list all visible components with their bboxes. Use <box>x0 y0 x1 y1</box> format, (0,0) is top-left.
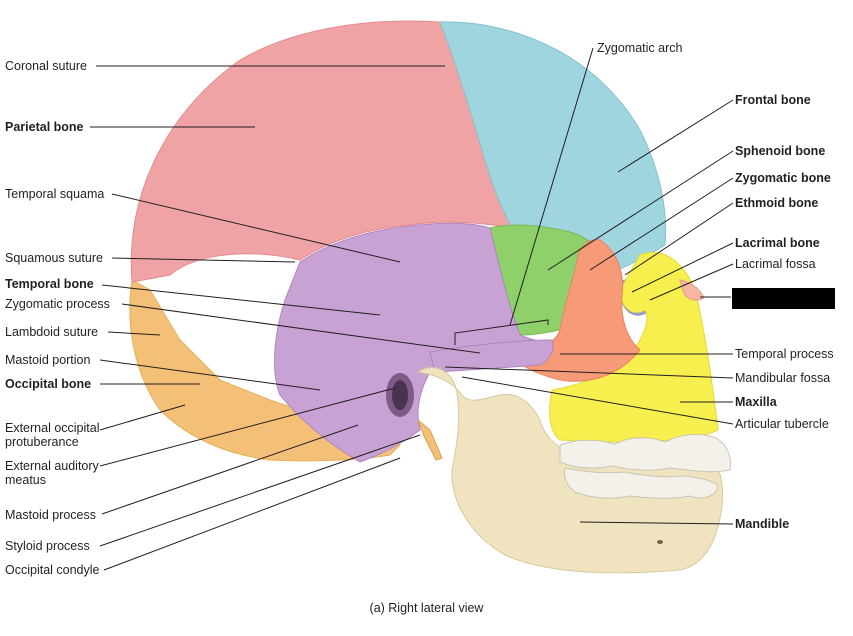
label-occipital-condyle: Occipital condyle <box>5 563 100 577</box>
label-mandibular-fossa: Mandibular fossa <box>735 371 831 385</box>
zygomatic-arch-shape <box>429 339 554 373</box>
label-coronal-suture: Coronal suture <box>5 59 87 73</box>
label-temporal-bone: Temporal bone <box>5 277 94 291</box>
styloid-process-shape <box>416 418 443 461</box>
occipital-bone-shape <box>129 279 401 462</box>
label-zygomatic-bone: Zygomatic bone <box>735 171 831 185</box>
label-mastoid-process: Mastoid process <box>5 508 97 522</box>
figure-caption: (a) Right lateral view <box>369 601 484 615</box>
label-lacrimal-fossa: Lacrimal fossa <box>735 257 816 271</box>
label-lacrimal-bone: Lacrimal bone <box>735 236 820 250</box>
label-sphenoid-bone: Sphenoid bone <box>735 144 826 158</box>
label-zygomatic-arch: Zygomatic arch <box>597 41 683 55</box>
label-external-auditory-meatus: External auditory meatus <box>5 459 99 487</box>
lower-teeth-shape <box>563 467 719 499</box>
label-maxilla: Maxilla <box>735 395 777 409</box>
label-temporal-process: Temporal process <box>735 347 834 361</box>
meatus-inner-shape <box>392 380 408 410</box>
label-mastoid-portion: Mastoid portion <box>5 353 91 367</box>
label-parietal-bone: Parietal bone <box>5 120 84 134</box>
label-frontal-bone: Frontal bone <box>735 93 811 107</box>
label-squamous-suture: Squamous suture <box>5 251 103 265</box>
label-ethmoid-bone: Ethmoid bone <box>735 196 819 210</box>
label-lambdoid-suture: Lambdoid suture <box>5 325 99 339</box>
leader-lines <box>90 47 734 571</box>
redacted-label-box <box>732 288 835 309</box>
label-temporal-squama: Temporal squama <box>5 187 105 201</box>
label-external-occipital-protuberance: External occipital protuberance <box>5 421 100 449</box>
label-articular-tubercle: Articular tubercle <box>735 417 829 431</box>
label-occipital-bone: Occipital bone <box>5 377 92 391</box>
label-mandible: Mandible <box>735 517 790 531</box>
label-styloid-process: Styloid process <box>5 539 90 553</box>
upper-teeth-shape <box>559 434 731 473</box>
mental-foramen-shape <box>657 540 663 544</box>
label-zygomatic-process: Zygomatic process <box>5 297 110 311</box>
